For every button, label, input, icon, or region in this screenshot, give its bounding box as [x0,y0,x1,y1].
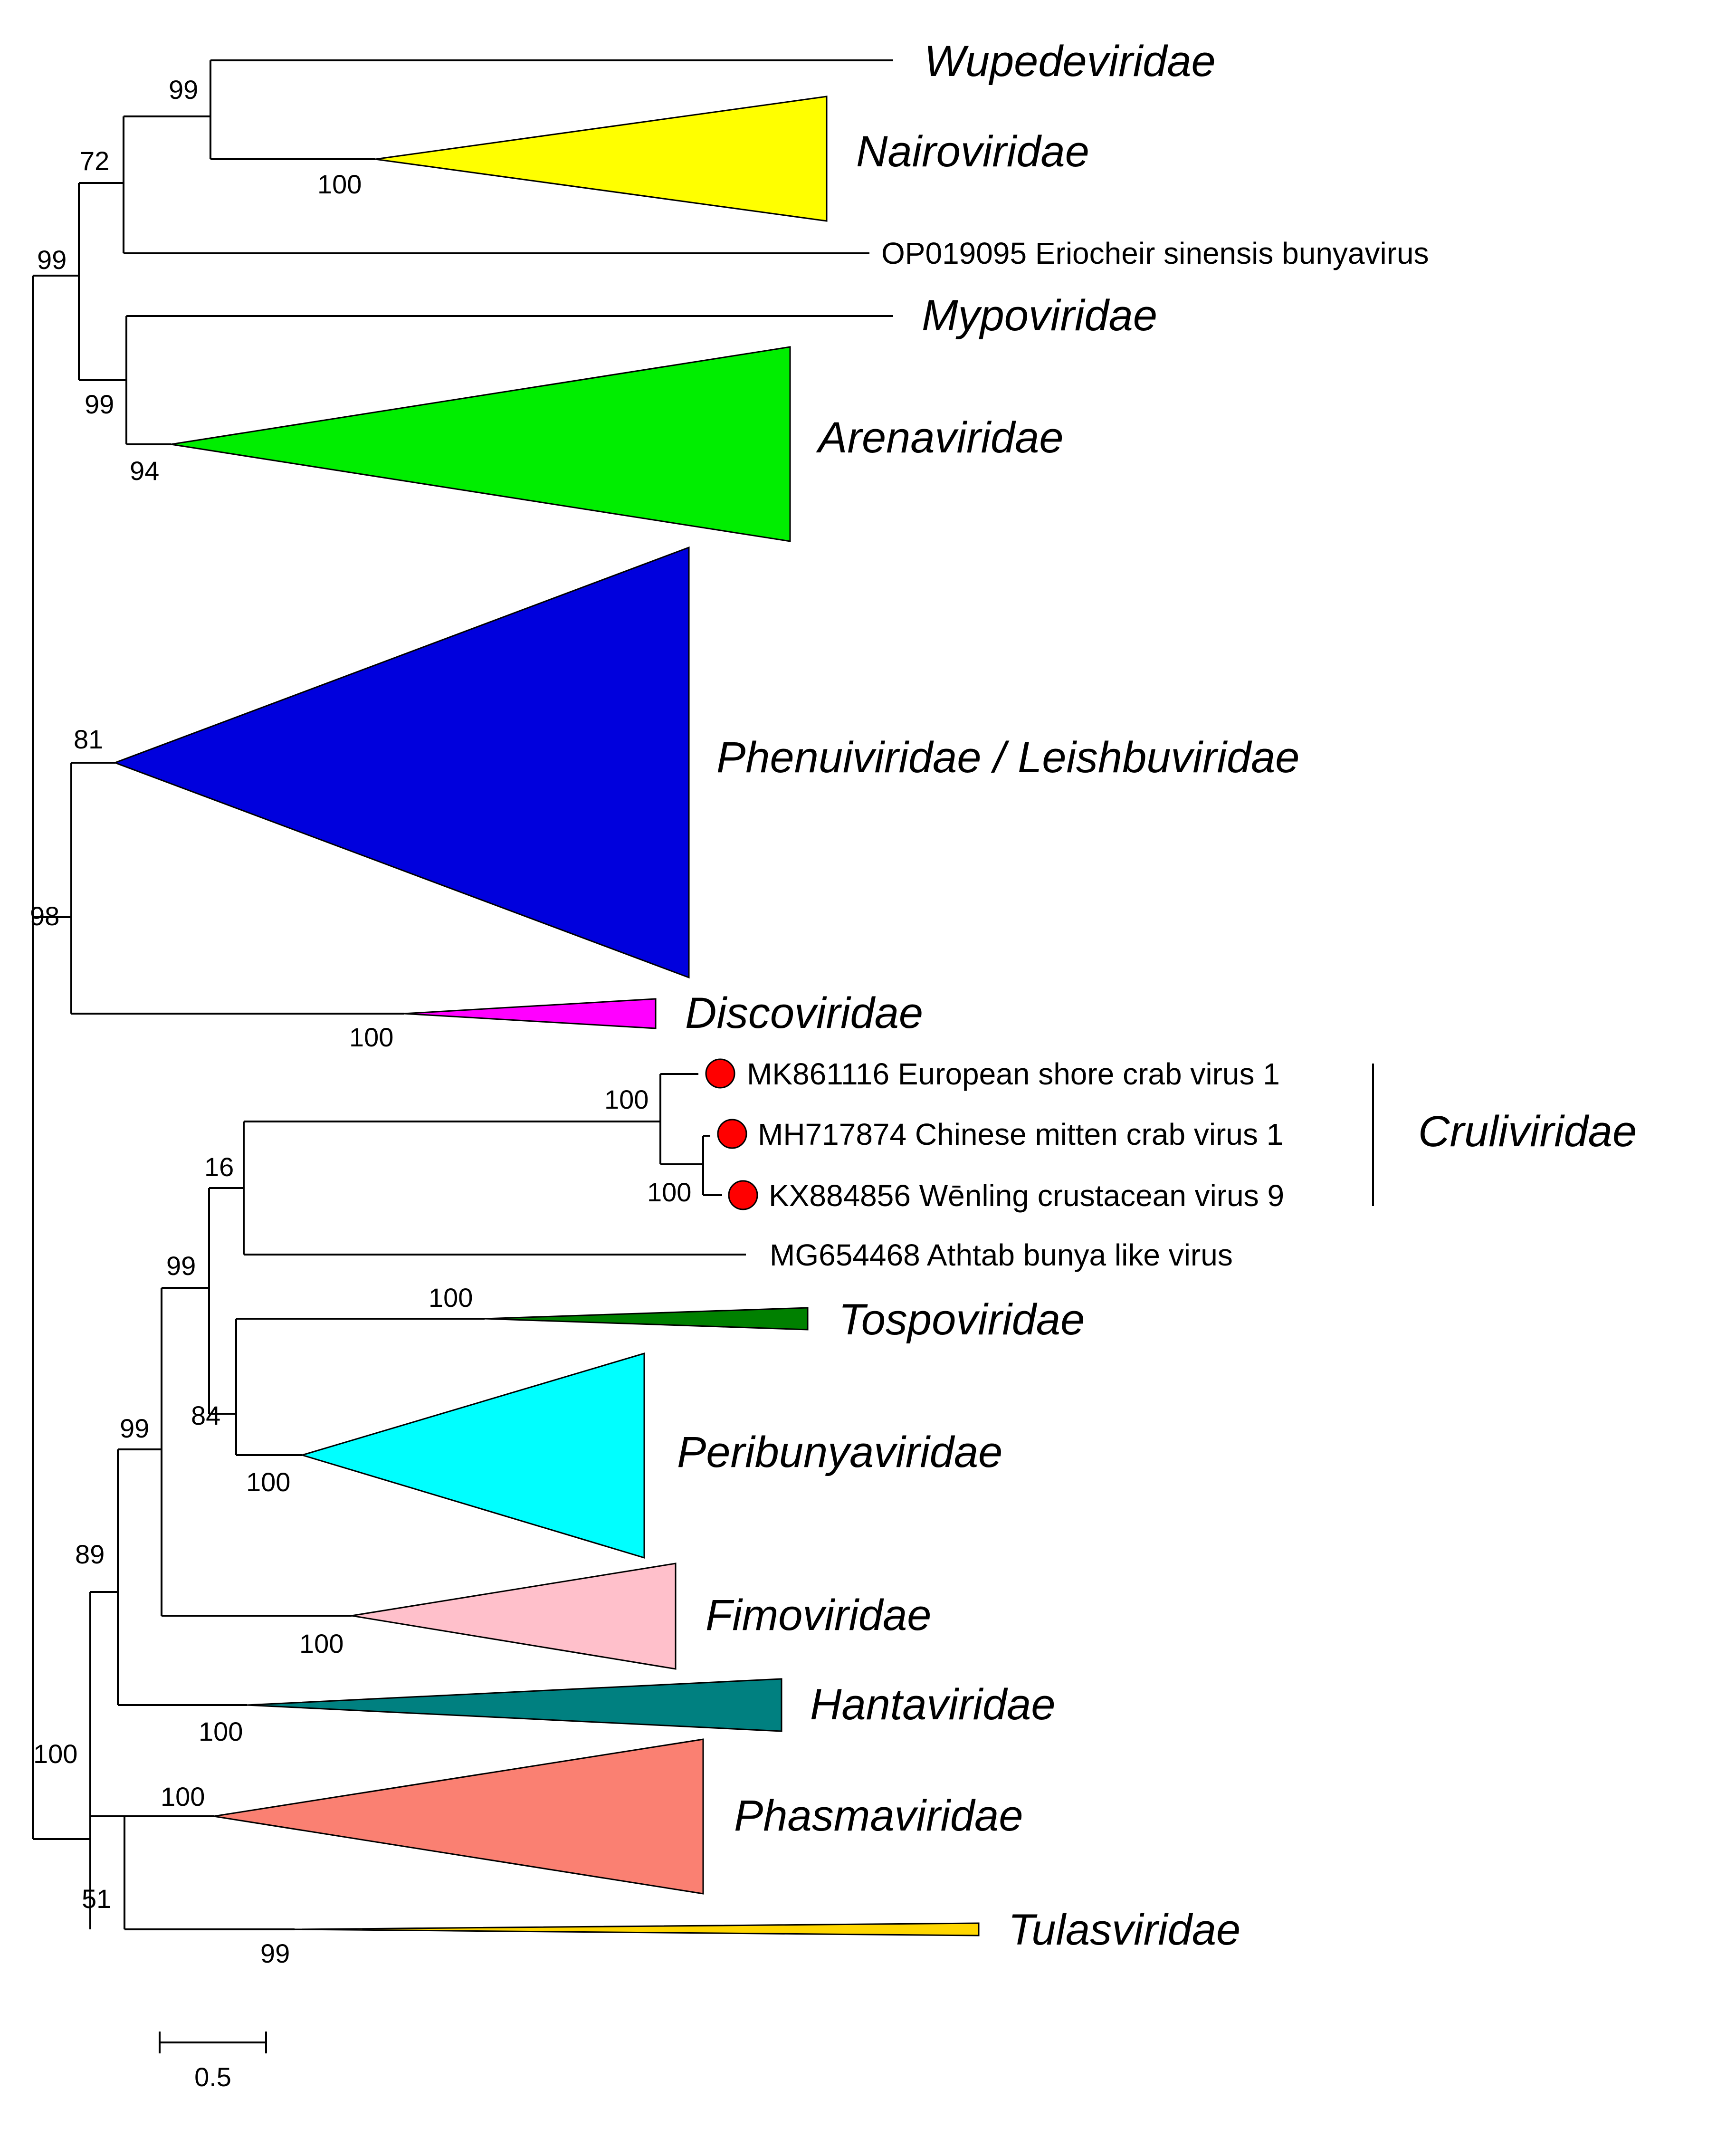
taxon-labels: OP019095 Eriocheir sinensis bunyavirus M… [747,236,1429,1272]
bootstrap-value: 100 [246,1467,290,1497]
clade-fimoviridae [351,1562,677,1670]
taxon-label-mh717874: MH717874 Chinese mitten crab virus 1 [758,1117,1283,1151]
clade-nairoviridae [375,96,828,222]
family-label-tospoviridae: Tospoviridae [839,1295,1085,1344]
bootstrap-value: 16 [204,1152,234,1182]
bootstrap-value: 100 [199,1716,243,1746]
clade-tospoviridae [484,1307,809,1331]
bootstrap-value: 99 [166,1251,196,1281]
bootstrap-value: 99 [37,245,67,275]
taxon-label-op019095: OP019095 Eriocheir sinensis bunyavirus [881,236,1429,270]
scale-bar: 0.5 [159,2032,267,2092]
bootstrap-value: 72 [80,146,109,176]
bootstrap-values: 99 72 100 99 99 94 81 98 100 100 100 16 … [30,75,691,1968]
bootstrap-value: 89 [75,1539,105,1569]
tree-branches [32,59,893,1930]
bootstrap-value: 100 [33,1739,77,1769]
family-label-nairoviridae: Nairoviridae [856,127,1089,176]
family-label-tulasviridae: Tulasviridae [1008,1906,1240,1954]
bootstrap-value: 99 [260,1938,290,1968]
cruliviridae-markers [705,1058,758,1210]
family-label-peribunyaviridae: Peribunyaviridae [677,1428,1002,1476]
family-label-mypoviridae: Mypoviridae [922,291,1157,340]
family-label-phasmaviridae: Phasmaviridae [734,1792,1023,1840]
marker-mh717874 [717,1119,747,1149]
bootstrap-value: 100 [349,1022,393,1052]
collapsed-clades [113,96,980,1936]
family-label-discoviridae: Discoviridae [685,989,923,1037]
family-label-wupedeviridae: Wupedeviridae [924,37,1216,86]
family-label-arenaviridae: Arenaviridae [816,413,1064,462]
clade-tulasviridae [294,1922,980,1936]
bootstrap-value: 99 [169,75,198,105]
marker-kx884856 [728,1180,758,1210]
bootstrap-value: 94 [130,456,159,486]
taxon-label-kx884856: KX884856 Wēnling crustacean virus 9 [769,1179,1284,1213]
bootstrap-value: 100 [317,169,362,199]
bootstrap-value: 99 [120,1413,149,1443]
bootstrap-value: 100 [299,1629,343,1658]
marker-mk861116 [705,1058,735,1089]
clade-peribunyaviridae [299,1352,645,1559]
clade-phenuiviridae-leishbuviridae [113,546,690,979]
taxon-label-mk861116: MK861116 European shore crab virus 1 [747,1057,1280,1091]
clade-discoviridae [403,998,657,1029]
clade-phasmaviridae [213,1738,704,1895]
family-labels: Wupedeviridae Nairoviridae Mypoviridae A… [677,37,1637,1954]
clade-arenaviridae [171,346,791,542]
bootstrap-value: 100 [429,1283,473,1313]
bootstrap-value: 99 [85,389,114,419]
clade-hantaviridae [247,1678,782,1732]
scale-bar-label: 0.5 [194,2062,231,2092]
bootstrap-value: 100 [604,1084,649,1114]
bootstrap-value: 84 [191,1400,220,1430]
bootstrap-value: 98 [30,901,59,931]
family-label-phenuiviridae-leishbuviridae: Phenuiviridae / Leishbuviridae [716,733,1299,782]
bootstrap-value: 100 [647,1177,691,1207]
family-label-fimoviridae: Fimoviridae [706,1591,931,1639]
bootstrap-value: 81 [74,724,103,754]
bootstrap-value: 51 [82,1884,111,1914]
family-label-cruliviridae: Cruliviridae [1418,1107,1637,1156]
taxon-label-mg654468: MG654468 Athtab bunya like virus [770,1238,1233,1272]
bootstrap-value: 100 [161,1782,205,1812]
family-label-hantaviridae: Hantaviridae [810,1680,1056,1729]
